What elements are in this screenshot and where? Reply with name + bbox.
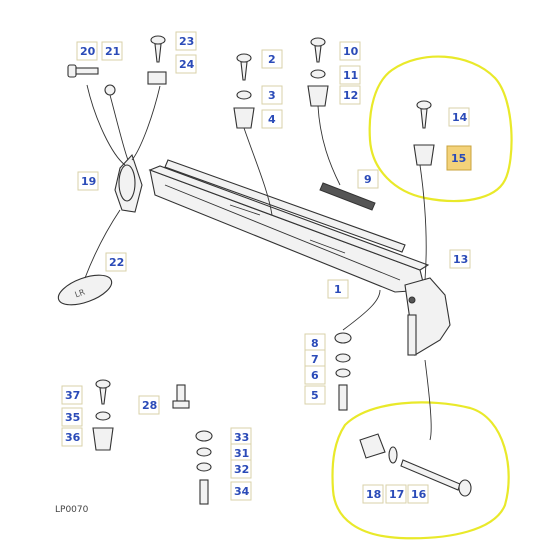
- svg-text:12: 12: [343, 89, 358, 102]
- label-6: 6: [304, 365, 326, 385]
- svg-text:14: 14: [452, 111, 468, 124]
- label-17: 17: [385, 484, 407, 504]
- label-14: 14: [448, 107, 470, 127]
- cover-strip: [319, 182, 376, 211]
- trim-strip: [164, 159, 406, 253]
- svg-text:7: 7: [311, 353, 319, 366]
- highlight-circle-lower: [331, 401, 510, 540]
- label-15: 15: [446, 145, 472, 171]
- svg-text:36: 36: [65, 431, 81, 444]
- svg-text:34: 34: [234, 485, 250, 498]
- end-cap: [404, 277, 451, 356]
- svg-text:19: 19: [81, 175, 96, 188]
- svg-text:3: 3: [268, 89, 276, 102]
- label-11: 11: [339, 65, 361, 85]
- svg-text:22: 22: [109, 256, 124, 269]
- label-8: 8: [304, 333, 326, 353]
- label-20: 20: [76, 41, 98, 61]
- sill-rail: [148, 165, 430, 293]
- svg-text:23: 23: [179, 35, 194, 48]
- label-19: 19: [77, 171, 99, 191]
- label-31: 31: [230, 443, 252, 463]
- label-32: 32: [230, 459, 252, 479]
- svg-text:16: 16: [411, 488, 427, 501]
- svg-text:9: 9: [364, 173, 372, 186]
- label-2: 2: [261, 49, 283, 69]
- label-4: 4: [261, 109, 283, 129]
- label-22: 22: [105, 252, 127, 272]
- svg-text:15: 15: [451, 152, 466, 165]
- svg-text:18: 18: [366, 488, 381, 501]
- fasteners-lower: [92, 332, 472, 505]
- svg-text:5: 5: [311, 389, 319, 402]
- label-10: 10: [339, 41, 361, 61]
- label-16: 16: [407, 484, 429, 504]
- svg-text:17: 17: [389, 488, 404, 501]
- svg-text:28: 28: [142, 399, 157, 412]
- svg-text:1: 1: [334, 283, 342, 296]
- escutcheon: [114, 153, 143, 213]
- svg-text:21: 21: [105, 45, 120, 58]
- label-33: 33: [230, 427, 252, 447]
- label-18: 18: [362, 484, 384, 504]
- svg-text:35: 35: [65, 411, 80, 424]
- svg-text:8: 8: [311, 337, 319, 350]
- diagram-code: LP0070: [55, 505, 89, 515]
- part-labels: 20 21 23 24 2 3 4 10 11 12 9 14 15 19 22…: [61, 31, 472, 504]
- label-37: 37: [61, 385, 83, 405]
- highlight-circle-upper: [368, 55, 513, 203]
- label-35: 35: [61, 407, 83, 427]
- svg-text:20: 20: [80, 45, 96, 58]
- label-3: 3: [261, 85, 283, 105]
- svg-text:10: 10: [343, 45, 359, 58]
- svg-text:4: 4: [268, 113, 276, 126]
- label-13: 13: [449, 249, 471, 269]
- svg-text:11: 11: [343, 69, 358, 82]
- label-7: 7: [304, 349, 326, 369]
- label-23: 23: [175, 31, 197, 51]
- label-12: 12: [339, 85, 361, 105]
- svg-text:2: 2: [268, 53, 276, 66]
- svg-text:33: 33: [234, 431, 249, 444]
- svg-text:24: 24: [179, 58, 195, 71]
- label-34: 34: [230, 481, 252, 501]
- svg-text:LR: LR: [74, 287, 87, 299]
- badge: LR: [57, 274, 113, 306]
- svg-text:37: 37: [65, 389, 80, 402]
- label-5: 5: [304, 385, 326, 405]
- label-28: 28: [138, 395, 160, 415]
- svg-text:32: 32: [234, 463, 249, 476]
- label-9: 9: [357, 169, 379, 189]
- label-1: 1: [327, 279, 349, 299]
- label-21: 21: [101, 41, 123, 61]
- svg-text:6: 6: [311, 369, 319, 382]
- leader-lines: [84, 84, 432, 441]
- svg-text:13: 13: [453, 253, 468, 266]
- label-36: 36: [61, 427, 83, 447]
- fasteners-upper: [67, 35, 435, 166]
- svg-text:31: 31: [234, 447, 249, 460]
- label-24: 24: [175, 54, 197, 74]
